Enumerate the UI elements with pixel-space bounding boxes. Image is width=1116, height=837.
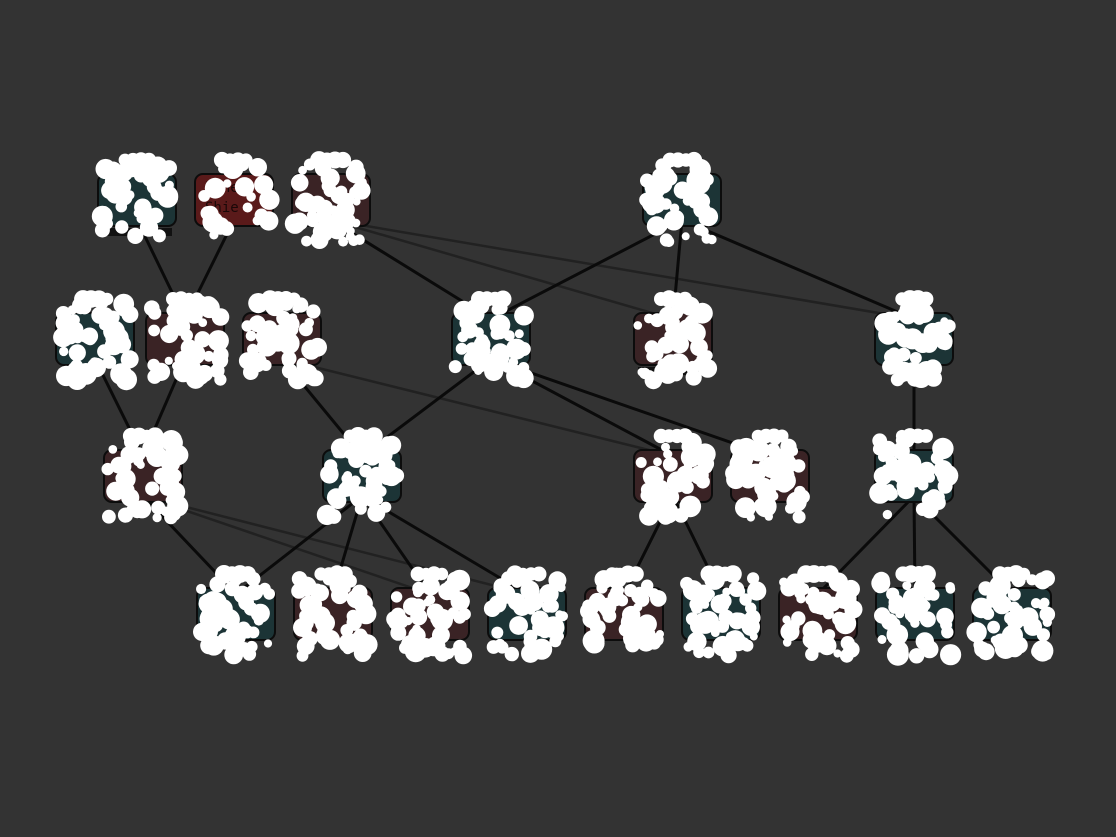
node-scribble-overlay — [91, 152, 179, 244]
diagram-node-n5[interactable] — [53, 290, 139, 391]
edge-n8-n14 — [489, 357, 772, 458]
diagram-node-n6[interactable] — [144, 291, 230, 389]
node-scribble-overlay — [725, 428, 810, 524]
diagram-node-n24[interactable] — [966, 565, 1056, 662]
node-scribble-overlay — [316, 427, 405, 525]
edge-n4-n10 — [680, 218, 916, 321]
node-scribble-overlay — [193, 565, 276, 665]
diagram-node-n10[interactable] — [874, 290, 956, 388]
node-scribble-overlay — [291, 565, 378, 662]
edge-n12-n19 — [360, 494, 529, 596]
diagram-edges — [93, 218, 1014, 596]
node-scribble-overlay — [284, 151, 371, 249]
diagram-node-n14[interactable] — [725, 428, 810, 524]
node-scribble-overlay — [101, 427, 189, 525]
edge-n4-n8 — [489, 218, 684, 321]
diagram-node-n12[interactable] — [316, 427, 405, 525]
diagram-node-n9[interactable] — [633, 290, 718, 390]
node-scribble-overlay — [874, 290, 956, 388]
diagram-node-n22[interactable] — [778, 565, 863, 663]
edge-n3-n9 — [329, 218, 675, 321]
diagram-node-n8[interactable] — [448, 290, 534, 389]
diagram-node-n21[interactable] — [680, 565, 767, 664]
diagram-node-n20[interactable] — [580, 565, 667, 654]
node-scribble-overlay — [144, 291, 230, 389]
diagram-node-n3[interactable] — [284, 151, 371, 249]
edge-n11-n18 — [141, 494, 432, 596]
node-scribble-overlay — [635, 428, 716, 526]
edge-n7-n13 — [280, 357, 675, 458]
diagram-node-n15[interactable] — [869, 428, 959, 520]
diagram-node-n7[interactable] — [238, 290, 327, 390]
diagram-node-n17[interactable] — [291, 565, 378, 662]
node-scribble-overlay — [869, 428, 959, 520]
node-scribble-overlay — [779, 565, 863, 663]
diagram-node-n13[interactable] — [633, 428, 716, 526]
node-scribble-overlay — [680, 565, 767, 664]
diagram-node-n1[interactable] — [91, 152, 179, 244]
node-scribble-overlay — [483, 565, 569, 663]
edge-n3-n10 — [329, 218, 916, 321]
node-scribble-overlay — [386, 566, 473, 665]
node-scribble-overlay — [633, 290, 718, 390]
node-scribble-overlay — [580, 565, 667, 654]
node-scribble-overlay — [198, 151, 280, 240]
diagram-node-n19[interactable] — [483, 565, 569, 663]
node-scribble-overlay — [871, 565, 962, 666]
node-scribble-overlay — [966, 565, 1056, 662]
node-scribble-overlay — [448, 290, 534, 389]
node-scribble-overlay — [639, 151, 719, 248]
diagram-node-n11[interactable] — [101, 427, 189, 525]
diagram-node-n23[interactable] — [871, 565, 962, 666]
node-scribble-overlay — [238, 290, 327, 390]
node-scribble-overlay — [53, 290, 139, 391]
diagram-node-n16[interactable] — [193, 565, 276, 665]
diagram-node-n18[interactable] — [386, 566, 473, 665]
diagram-node-n4[interactable] — [639, 151, 722, 248]
